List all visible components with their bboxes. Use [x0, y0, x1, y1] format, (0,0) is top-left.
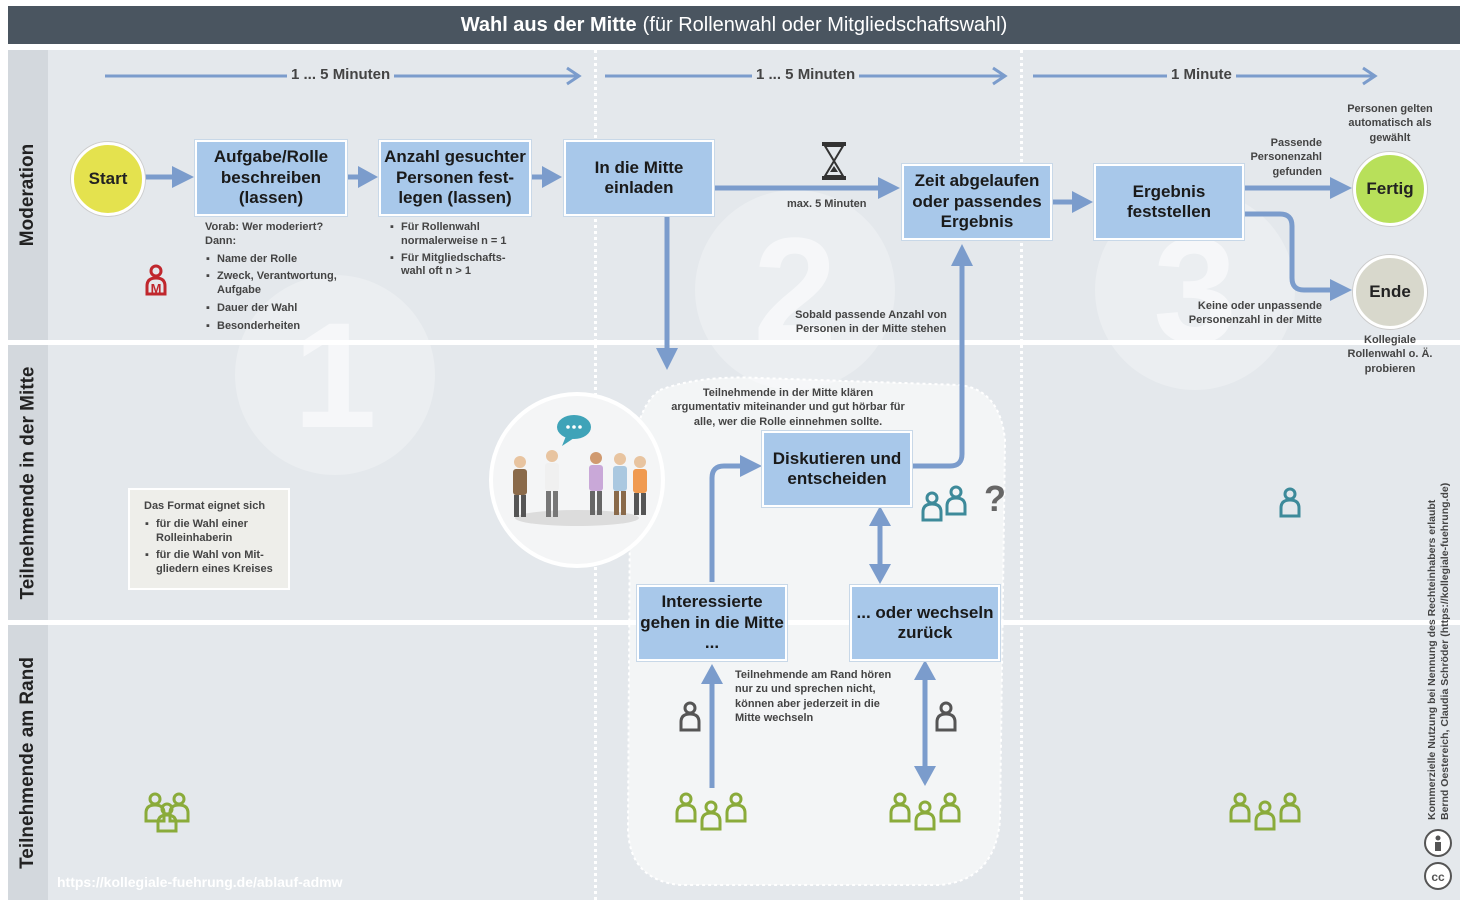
phase-separator: [1020, 50, 1023, 900]
klaeren-note: Teilnehmende in der Mitte klären argumen…: [671, 387, 905, 428]
start-node: Start: [71, 142, 145, 216]
aufgabe-box: Aufgabe/Rolle beschreiben (lassen): [195, 140, 347, 216]
list-item: für die Wahl von Mit-gliedern eines Krei…: [145, 549, 274, 577]
moderator-icon: M: [145, 264, 167, 296]
diskutieren-box: Diskutieren und entscheiden: [762, 431, 912, 507]
passende-note: Passende Personenzahl gefunden: [1250, 137, 1322, 178]
keine-note: Keine oder unpassende Personenzahl in de…: [1188, 300, 1322, 327]
gelten-note: Personen gelten automatisch als gewählt: [1347, 103, 1433, 144]
interessierte-box: Interessierte gehen in die Mitte ...: [637, 585, 787, 661]
kollegiale-note: Kollegiale Rollenwahl o. Ä. probieren: [1347, 334, 1433, 375]
arrow-diskutieren-zeit: [912, 262, 965, 469]
license-text: Kommerzielle Nutzung bei Nennung des Rec…: [1426, 499, 1438, 820]
footer-url[interactable]: https://kollegiale-fuehrung.de/ablauf-ad…: [57, 874, 343, 890]
lane-label-moderation: Moderation: [8, 50, 48, 340]
rand-note: Teilnehmende am Rand hören nur zu und sp…: [735, 669, 892, 724]
arrow-ergebnis-ende: [1243, 211, 1336, 293]
ergebnis-box: Ergebnis feststellen: [1094, 164, 1244, 240]
fertig-node: Fertig: [1353, 152, 1427, 226]
title-bold: Wahl aus der Mitte: [460, 13, 637, 36]
hourglass-icon: [822, 142, 846, 180]
duration-label-3: 1 Minute: [1167, 66, 1236, 83]
lane-label-rand: Teilnehmende am Rand: [8, 625, 48, 900]
max-label: max. 5 Minuten: [787, 198, 867, 210]
lane-label-mitte: Teilnehmende in der Mitte: [8, 345, 48, 620]
anzahl-box: Anzahl gesuchter Personen fest-legen (la…: [379, 140, 531, 216]
list-item: für die Wahl einer Rolleinhaberin: [145, 518, 274, 546]
list-item: Name der Rolle: [206, 253, 355, 267]
speech-bubble-icon: [557, 415, 591, 446]
group-icon: [144, 792, 190, 833]
duration-label-1: 1 ... 5 Minuten: [287, 66, 395, 83]
phase-number-2: 2: [695, 190, 895, 390]
credit-text: Bernd Oestereich, Claudia Schröder (http…: [1439, 482, 1451, 820]
title-rest: (für Rollenwahl oder Mitgliedschaftswahl…: [642, 13, 1008, 36]
sobald-note: Sobald passende Anzahl von Personen in d…: [795, 309, 947, 336]
duration-label-2: 1 ... 5 Minuten: [752, 66, 860, 83]
attribution-icon: [1424, 829, 1452, 857]
cc-badge: cc: [1431, 870, 1445, 884]
mitte-box: In die Mitte einladen: [564, 140, 714, 216]
list-item: Besonderheiten: [206, 320, 355, 334]
vorab-note: Vorab: Wer moderiert? Dann: Name der Rol…: [205, 221, 355, 333]
zeit-box: Zeit abgelaufen oder passendes Ergebnis: [902, 164, 1052, 240]
ende-node: Ende: [1353, 255, 1427, 329]
format-note: Das Format eignet sich für die Wahl eine…: [128, 488, 290, 590]
list-item: Dauer der Wahl: [206, 302, 355, 316]
moderator-badge: M: [151, 281, 162, 296]
page-title: Wahl aus der Mitte (für Rollenwahl oder …: [8, 6, 1460, 44]
list-item: Zweck, Verantwortung, Aufgabe: [206, 270, 355, 298]
arrow-interessierte-diskutieren: [709, 463, 745, 582]
wechseln-box: ... oder wechseln zurück: [850, 585, 1000, 661]
list-item: Für Mitgliedschafts-wahl oft n > 1: [390, 252, 524, 280]
group-icon: [1229, 792, 1301, 831]
person-icon: [1279, 487, 1301, 518]
list-item: Für Rollenwahl normalerweise n = 1: [390, 221, 524, 249]
anzahl-note: Für Rollenwahl normalerweise n = 1 Für M…: [389, 221, 524, 279]
discussion-illustration: [489, 392, 665, 568]
cc-icon: cc: [1424, 862, 1452, 890]
question-mark: ?: [984, 478, 1006, 519]
